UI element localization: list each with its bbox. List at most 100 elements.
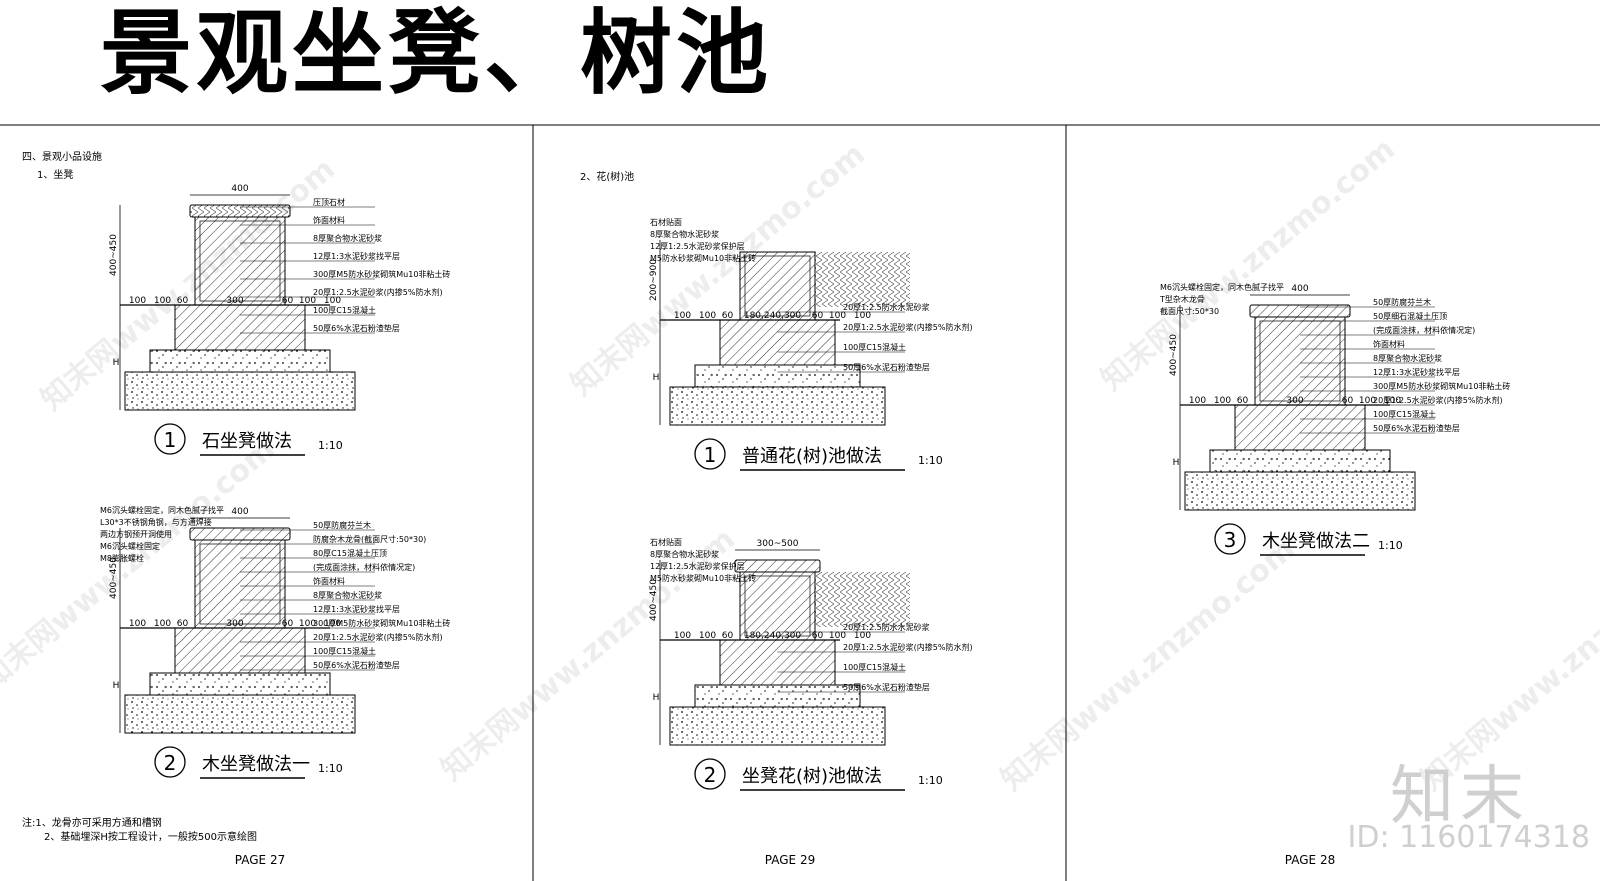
detail-number: 1	[164, 428, 177, 452]
dimension-base: 100	[1214, 396, 1231, 406]
dimension-base: 60	[282, 296, 294, 306]
callout-label: 12厚1:3水泥砂浆找平层	[313, 251, 400, 261]
detail-scale: 1:10	[1378, 539, 1403, 552]
dimension-base: 300	[1286, 396, 1303, 406]
detail-scale: 1:10	[918, 774, 943, 787]
callout-label: 20厚1:2.5水泥砂浆(内掺5%防水剂)	[313, 632, 443, 642]
detail-number-circle	[154, 746, 186, 778]
dimension-base: 60	[177, 296, 189, 306]
dimension-base: 60	[722, 631, 734, 641]
dimension-height: 400~450	[649, 579, 659, 621]
subsection-heading: 2、花(树)池	[580, 170, 634, 183]
callout-label-left: 石材贴面	[650, 217, 682, 227]
dimension-base: 60	[177, 619, 189, 629]
footing-upper	[174, 304, 306, 351]
callout-label: 12厚1:3水泥砂浆找平层	[1373, 367, 1460, 377]
dimension-depth: H	[113, 358, 120, 368]
dimension-depth: H	[113, 681, 120, 691]
detail-name: 坐凳花(树)池做法	[742, 766, 882, 787]
dimension-depth: H	[653, 373, 660, 383]
dimension-base: 300	[226, 296, 243, 306]
detail-number-circle	[694, 758, 726, 790]
dimension-height: 200~900	[649, 259, 659, 301]
concrete-base	[694, 364, 861, 388]
section-heading: 四、景观小品设施	[22, 150, 102, 163]
masonry-body	[739, 251, 816, 321]
footing-upper	[174, 627, 306, 674]
panel-2: 2、花(树)池 PAGE 29	[580, 170, 815, 867]
masonry-body	[1254, 316, 1346, 406]
callout-label: 防腐杂木龙骨(截面尺寸:50*30)	[313, 534, 426, 544]
concrete-base	[149, 672, 331, 696]
dimension-base: 100	[699, 631, 716, 641]
planting-soil	[815, 572, 910, 627]
callout-label: (完成面涂抹，材料依情况定)	[313, 562, 415, 572]
dimension-base: 100	[299, 296, 316, 306]
gravel-bed	[124, 371, 356, 411]
dimension-base: 100	[829, 311, 846, 321]
masonry-body	[194, 539, 286, 629]
dimension-base: 180,240,300	[744, 631, 802, 641]
callout-label-left: 8厚聚合物水泥砂浆	[650, 229, 719, 239]
dimension-width: 400	[1291, 284, 1308, 294]
page-number: PAGE 29	[765, 853, 815, 867]
callout-label: 12厚1:3水泥砂浆找平层	[313, 604, 400, 614]
masonry-body	[739, 571, 816, 641]
dimension-base: 100	[299, 619, 316, 629]
callout-label: 50厚6%水泥石粉渣垫层	[1373, 423, 1460, 433]
callout-label-left: M6沉头螺栓固定	[100, 541, 160, 551]
finish-layer	[744, 575, 811, 637]
detail-number-circle	[154, 423, 186, 455]
concrete-base	[1209, 449, 1391, 473]
callout-label-left: M5防水砂浆砌Mu10非粘土砖	[650, 253, 756, 263]
callout-label-left: T型杂木龙骨	[1159, 294, 1205, 304]
dimension-base: 100	[129, 296, 146, 306]
callout-label-left: 8厚聚合物水泥砂浆	[650, 549, 719, 559]
brand-logo: 知末	[1390, 760, 1530, 834]
dimension-base: 60	[812, 631, 824, 641]
dimension-base: 100	[324, 296, 341, 306]
dimension-base: 100	[1384, 396, 1401, 406]
dimension-base: 100	[674, 311, 691, 321]
detail-number: 2	[704, 763, 717, 787]
callout-label-left: 12厚1:2.5水泥砂浆保护层	[650, 241, 745, 251]
footing-upper	[719, 319, 836, 366]
dimension-base: 100	[674, 631, 691, 641]
callout-label: 50厚6%水泥石粉渣垫层	[843, 362, 930, 372]
detail-name: 木坐凳做法二	[1262, 531, 1370, 552]
callout-label: 300厚M5防水砂浆砌筑Mu10非粘土砖	[313, 618, 450, 628]
callout-label: 20厚1:2.5防水水泥砂浆	[843, 622, 930, 632]
callout-label: 8厚聚合物水泥砂浆	[313, 590, 382, 600]
footing-upper	[1234, 404, 1366, 451]
page-number: PAGE 27	[235, 853, 285, 867]
detail-number-circle	[1214, 523, 1246, 555]
page-number: PAGE 28	[1285, 853, 1335, 867]
dimension-base: 60	[812, 311, 824, 321]
dimension-base: 100	[154, 619, 171, 629]
callout-label-left: 石材贴面	[650, 537, 682, 547]
dimension-base: 100	[699, 311, 716, 321]
gravel-bed	[1184, 471, 1416, 511]
callout-label: 压顶石材	[313, 197, 345, 207]
callout-label: 8厚聚合物水泥砂浆	[1373, 353, 1442, 363]
callout-label: 50厚防腐芬兰木	[1373, 297, 1431, 307]
dimension-depth: H	[1173, 458, 1180, 468]
callout-label: (完成面涂抹，材料依情况定)	[1373, 325, 1475, 335]
dimension-base: 100	[854, 311, 871, 321]
callout-label-left: 截面尺寸:50*30	[1160, 306, 1219, 316]
callout-label: 100厚C15混凝土	[1373, 409, 1436, 419]
dimension-height: 400~450	[109, 557, 119, 599]
detail-number: 2	[164, 751, 177, 775]
callout-label: 100厚C15混凝土	[843, 662, 906, 672]
detail-scale: 1:10	[918, 454, 943, 467]
dimension-base: 180,240,300	[744, 311, 802, 321]
callout-label: 20厚1:2.5防水水泥砂浆	[843, 302, 930, 312]
callout-label: 80厚C15混凝土压顶	[313, 548, 387, 558]
dimension-width: 400	[231, 184, 248, 194]
dimension-depth: H	[653, 693, 660, 703]
detail-number: 1	[704, 443, 717, 467]
